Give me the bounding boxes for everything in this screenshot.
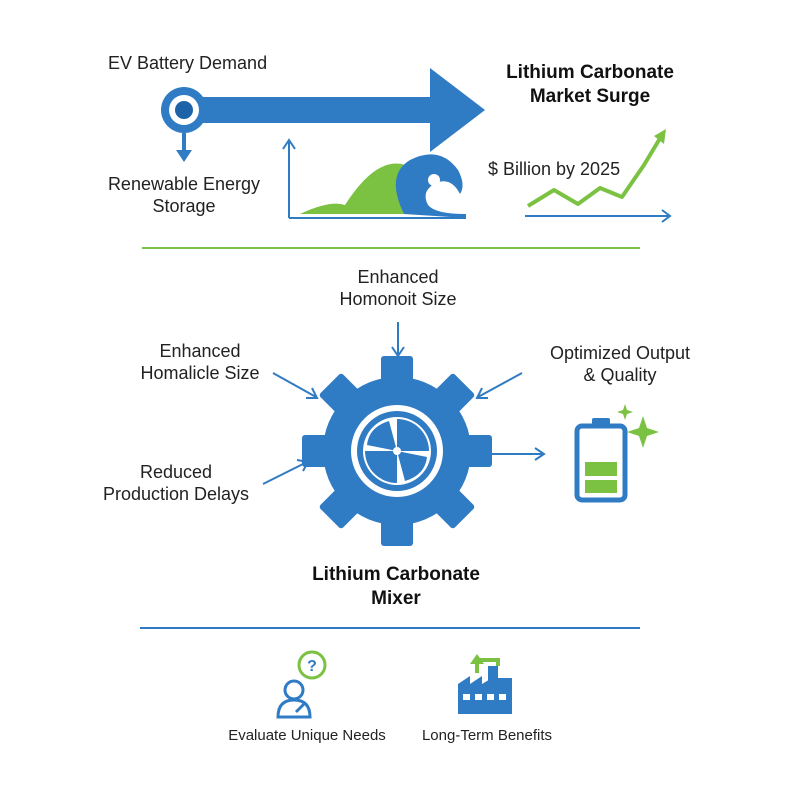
mixer-line1: Lithium Carbonate — [312, 564, 480, 585]
output-line1: Optimized Output — [549, 343, 691, 363]
left-input-label: Enhanced Homalicle Size — [112, 340, 288, 384]
sparkle-icon — [617, 404, 659, 448]
ev-battery-demand-label: EV Battery Demand — [108, 53, 268, 73]
person-question-icon: ? — [276, 650, 327, 719]
renewable-energy-label: Renewable Energy Storage — [98, 173, 270, 217]
growth-chart-icon — [525, 129, 672, 223]
output-quality-label: Optimized Output & Quality — [528, 342, 712, 386]
down-arrow-icon — [176, 133, 192, 162]
wave-chart-icon — [282, 138, 466, 219]
output-line2: & Quality — [583, 365, 657, 385]
market-surge-title: Lithium Carbonate Market Surge — [490, 61, 690, 109]
left-input-line2: Homalicle Size — [140, 363, 260, 383]
long-term-benefits-label: Long-Term Benefits — [421, 727, 553, 744]
bottom-left-line2: Production Delays — [102, 484, 250, 504]
top-input-label: Enhanced Homonoit Size — [310, 266, 486, 310]
big-arrow-icon — [190, 68, 485, 152]
battery-icon — [574, 418, 628, 503]
top-input-line2: Homonoit Size — [339, 289, 457, 309]
mixer-line2: Mixer — [371, 588, 421, 609]
left-input-line1: Enhanced — [159, 341, 241, 361]
gear-icon — [302, 356, 492, 546]
mixer-title: Lithium Carbonate Mixer — [296, 563, 496, 611]
renewable-line1: Renewable Energy — [107, 174, 261, 194]
market-line2: Market Surge — [529, 86, 651, 107]
market-line1: Lithium Carbonate — [506, 62, 674, 83]
evaluate-needs-label: Evaluate Unique Needs — [228, 727, 386, 744]
svg-text:?: ? — [307, 658, 317, 675]
renewable-line2: Storage — [152, 196, 216, 216]
factory-icon — [458, 654, 512, 714]
target-icon — [161, 87, 207, 133]
top-input-line1: Enhanced — [357, 267, 439, 287]
input-arrows — [262, 322, 546, 485]
billion-label: $ Billion by 2025 — [488, 159, 621, 179]
bottom-left-line1: Reduced — [139, 462, 213, 482]
bottom-left-input-label: Reduced Production Delays — [88, 461, 264, 505]
